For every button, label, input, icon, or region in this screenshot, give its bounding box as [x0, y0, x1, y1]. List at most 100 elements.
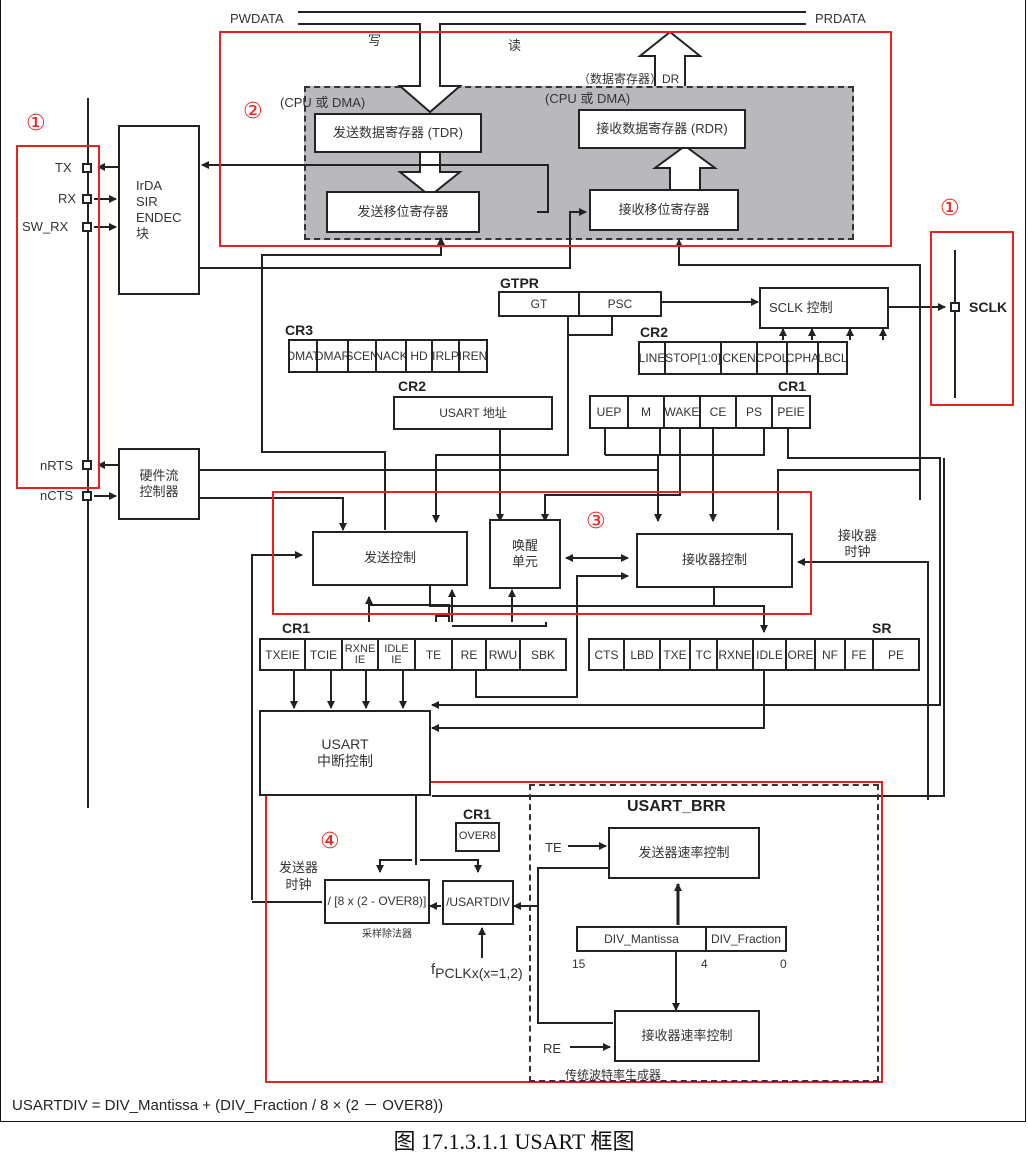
cr1-uep: UEP — [591, 397, 629, 427]
marker-2-region — [219, 31, 892, 247]
cr3-title: CR3 — [285, 322, 314, 338]
cr1-txeie: TXEIE — [261, 640, 306, 669]
tx-clock-label: 发送器 时钟 — [279, 860, 318, 894]
marker-3-region — [272, 491, 812, 615]
sr-txe: TXE — [661, 640, 691, 669]
cr1-ps: PS — [737, 397, 773, 427]
cr2-lbcl: LBCL — [819, 351, 846, 365]
sr-tc: TC — [691, 640, 718, 669]
cr1-bottom-title: CR1 — [282, 620, 311, 636]
marker-4-region — [265, 781, 883, 1083]
wakeup-line-1: 唤醒 — [511, 537, 538, 553]
rx-shift-box: 接收移位寄存器 — [589, 189, 739, 231]
irq-line-1: USART — [321, 735, 369, 752]
gtpr-gt: GT — [500, 293, 580, 315]
cr3-nack: NACK — [377, 341, 407, 371]
brr-re-label: RE — [543, 1041, 562, 1056]
brr-te-label: TE — [545, 840, 562, 855]
cr1-re: RE — [453, 640, 487, 669]
baud-cr1-title: CR1 — [463, 806, 492, 822]
marker-1-right-region — [930, 231, 1014, 406]
cr1-wake: WAKE — [665, 397, 701, 427]
sampling-divider: / [8 x (2 - OVER8)] — [324, 879, 430, 924]
cr3-iren: IREN — [460, 349, 486, 363]
rx-clock-line-2: 时钟 — [844, 544, 871, 560]
pin-sclk-label: SCLK — [969, 299, 1008, 315]
rdr-box: 接收数据寄存器 (RDR) — [578, 109, 746, 149]
cpu-dma-right: (CPU 或 DMA) — [545, 91, 631, 106]
cr3-dmar: DMAR — [318, 341, 349, 371]
hw-flow-line-1: 硬件流 — [139, 467, 179, 483]
sr-idle: IDLE — [754, 640, 787, 669]
rx-clock-line-1: 接收器 — [838, 528, 878, 543]
usartdiv-formula: USARTDIV = DIV_Mantissa + (DIV_Fraction … — [12, 1097, 444, 1114]
cr3-hd: HD — [407, 341, 433, 371]
cr1-idleie: IDLE IE — [379, 640, 416, 669]
brr-title: USART_BRR — [627, 798, 726, 815]
cr2-line: LINE — [640, 343, 666, 373]
irda-line-3: ENDEC — [136, 210, 182, 225]
pin-rx-label: RX — [58, 191, 77, 206]
pin-tx — [82, 163, 92, 173]
tx-control: 发送控制 — [312, 531, 468, 586]
irda-line-4: 块 — [136, 226, 150, 242]
cr1-te: TE — [416, 640, 453, 669]
pin-swrx — [82, 222, 92, 232]
cr1-top-title: CR1 — [778, 378, 807, 394]
pin-sclk — [950, 302, 960, 312]
usartdiv-divider: /USARTDIV — [442, 880, 514, 925]
pin-ncts-label: nCTS — [40, 488, 74, 503]
brr-mantissa: DIV_Mantissa — [578, 928, 707, 950]
wakeup-unit: 唤醒 单元 — [489, 519, 561, 589]
cr1-m: M — [629, 397, 665, 427]
fpclk-label: fPCLKx(x=1,2) — [431, 961, 523, 981]
sr-pe: PE — [887, 647, 904, 662]
rx-control: 接收器控制 — [636, 533, 793, 588]
brr-dashed-area — [529, 784, 879, 1082]
cr2-cken: CKEN — [722, 343, 758, 373]
marker-3: ③ — [586, 508, 606, 533]
sr-nf: NF — [816, 640, 846, 669]
brr-register: DIV_Mantissa DIV_Fraction — [576, 926, 787, 952]
sr-fe: FE — [846, 640, 874, 669]
legacy-baud-label: 传统波特率生成器 — [565, 1068, 662, 1082]
sr-title: SR — [872, 620, 892, 636]
cr1-rxneie: RXNE IE — [343, 640, 379, 669]
cr2-cpol: CPOL — [758, 343, 788, 373]
cr2-cpha: CPHA — [788, 343, 819, 373]
marker-1-right: ① — [940, 195, 960, 220]
cr2-stop: STOP[1:0] — [666, 343, 722, 373]
irda-line-1: IrDA — [136, 177, 162, 193]
sr-cts: CTS — [590, 640, 625, 669]
pin-ncts — [82, 491, 92, 501]
marker-1-left: ① — [26, 110, 46, 135]
figure-caption: 图 17.1.3.1.1 USART 框图 — [393, 1129, 635, 1154]
pin-nrts — [82, 460, 92, 470]
gtpr-title: GTPR — [500, 275, 539, 291]
sampling-divider-label: 采样除法器 — [362, 929, 412, 940]
brr-bit-15: 15 — [572, 957, 586, 971]
sr-rxne: RXNE — [718, 640, 754, 669]
brr-bit-0: 0 — [780, 957, 787, 971]
tx-shift-box: 发送移位寄存器 — [326, 191, 480, 233]
pin-nrts-label: nRTS — [40, 458, 73, 473]
cr1-sbk: SBK — [530, 647, 555, 662]
tx-clock-line-1: 发送器 — [279, 860, 319, 875]
tdr-box: 发送数据寄存器 (TDR) — [314, 113, 482, 153]
marker-4: ④ — [320, 828, 340, 853]
cpu-dma-left: (CPU 或 DMA) — [280, 95, 366, 110]
cr2-addr-title: CR2 — [398, 378, 427, 394]
irda-line-2: SIR — [136, 193, 158, 209]
pin-rx — [82, 194, 92, 204]
marker-1-left-region — [16, 145, 100, 489]
cr3-scen: SCEN — [349, 341, 377, 371]
rx-rate-control: 接收器速率控制 — [614, 1010, 760, 1062]
fpclk-sub: PCLKx(x=1,2) — [435, 965, 523, 981]
cr1-ce: CE — [701, 397, 737, 427]
cr2-top-register: LINE STOP[1:0] CKEN CPOL CPHA LBCL — [638, 341, 848, 375]
cr1-peie: PEIE — [777, 405, 805, 419]
brr-fraction: DIV_Fraction — [710, 932, 782, 946]
diagram-frame — [0, 0, 1026, 1122]
irq-line-2: 中断控制 — [317, 753, 373, 769]
